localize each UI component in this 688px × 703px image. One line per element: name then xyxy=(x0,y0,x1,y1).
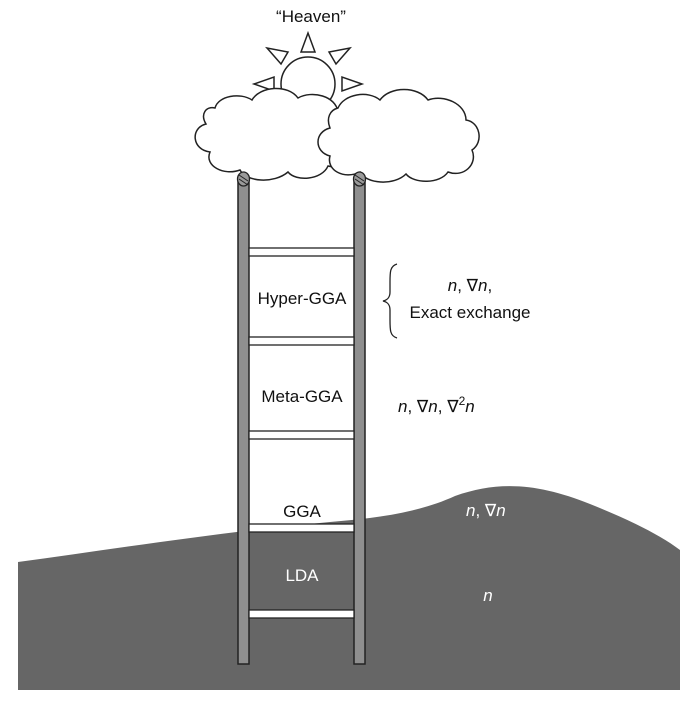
cloud-right xyxy=(317,88,480,183)
sun-ray-right xyxy=(341,75,365,93)
ingredients-hyper-line2: Exact exchange xyxy=(410,303,531,322)
ingredients-meta: n, ∇n, ∇2n xyxy=(398,394,475,416)
sun-ray-top xyxy=(299,30,317,53)
ladder-rail-right xyxy=(353,181,366,665)
rail-hook-right xyxy=(352,171,367,187)
rung-meta-gga xyxy=(248,430,355,440)
ingredients-hyper-line1: n, ∇n, xyxy=(448,276,493,295)
rung-hyper-meta xyxy=(248,336,355,346)
rail-hook-left xyxy=(236,171,251,187)
heaven-label: “Heaven” xyxy=(276,7,346,26)
rung-top xyxy=(248,247,355,257)
sun-ray-left xyxy=(251,75,275,93)
rung-label-meta-gga: Meta-GGA xyxy=(261,387,343,406)
ingredients-gga: n, ∇n xyxy=(466,501,506,520)
sun-ray-upper-left xyxy=(265,46,290,66)
rung-gga-lda xyxy=(248,523,355,533)
sun-ray-upper-right xyxy=(327,46,352,66)
ladder-rail-left xyxy=(237,181,250,665)
ladder-rungs xyxy=(248,247,355,619)
ingredients-lda: n xyxy=(483,586,492,605)
hyper-gga-brace xyxy=(382,263,398,339)
rung-label-hyper-gga: Hyper-GGA xyxy=(258,289,347,308)
rung-label-gga: GGA xyxy=(283,502,321,521)
sun-rays xyxy=(251,30,365,93)
ground-hill xyxy=(18,486,680,690)
rung-bottom xyxy=(248,609,355,619)
rung-label-lda: LDA xyxy=(285,566,319,585)
cloud-left xyxy=(194,87,353,181)
